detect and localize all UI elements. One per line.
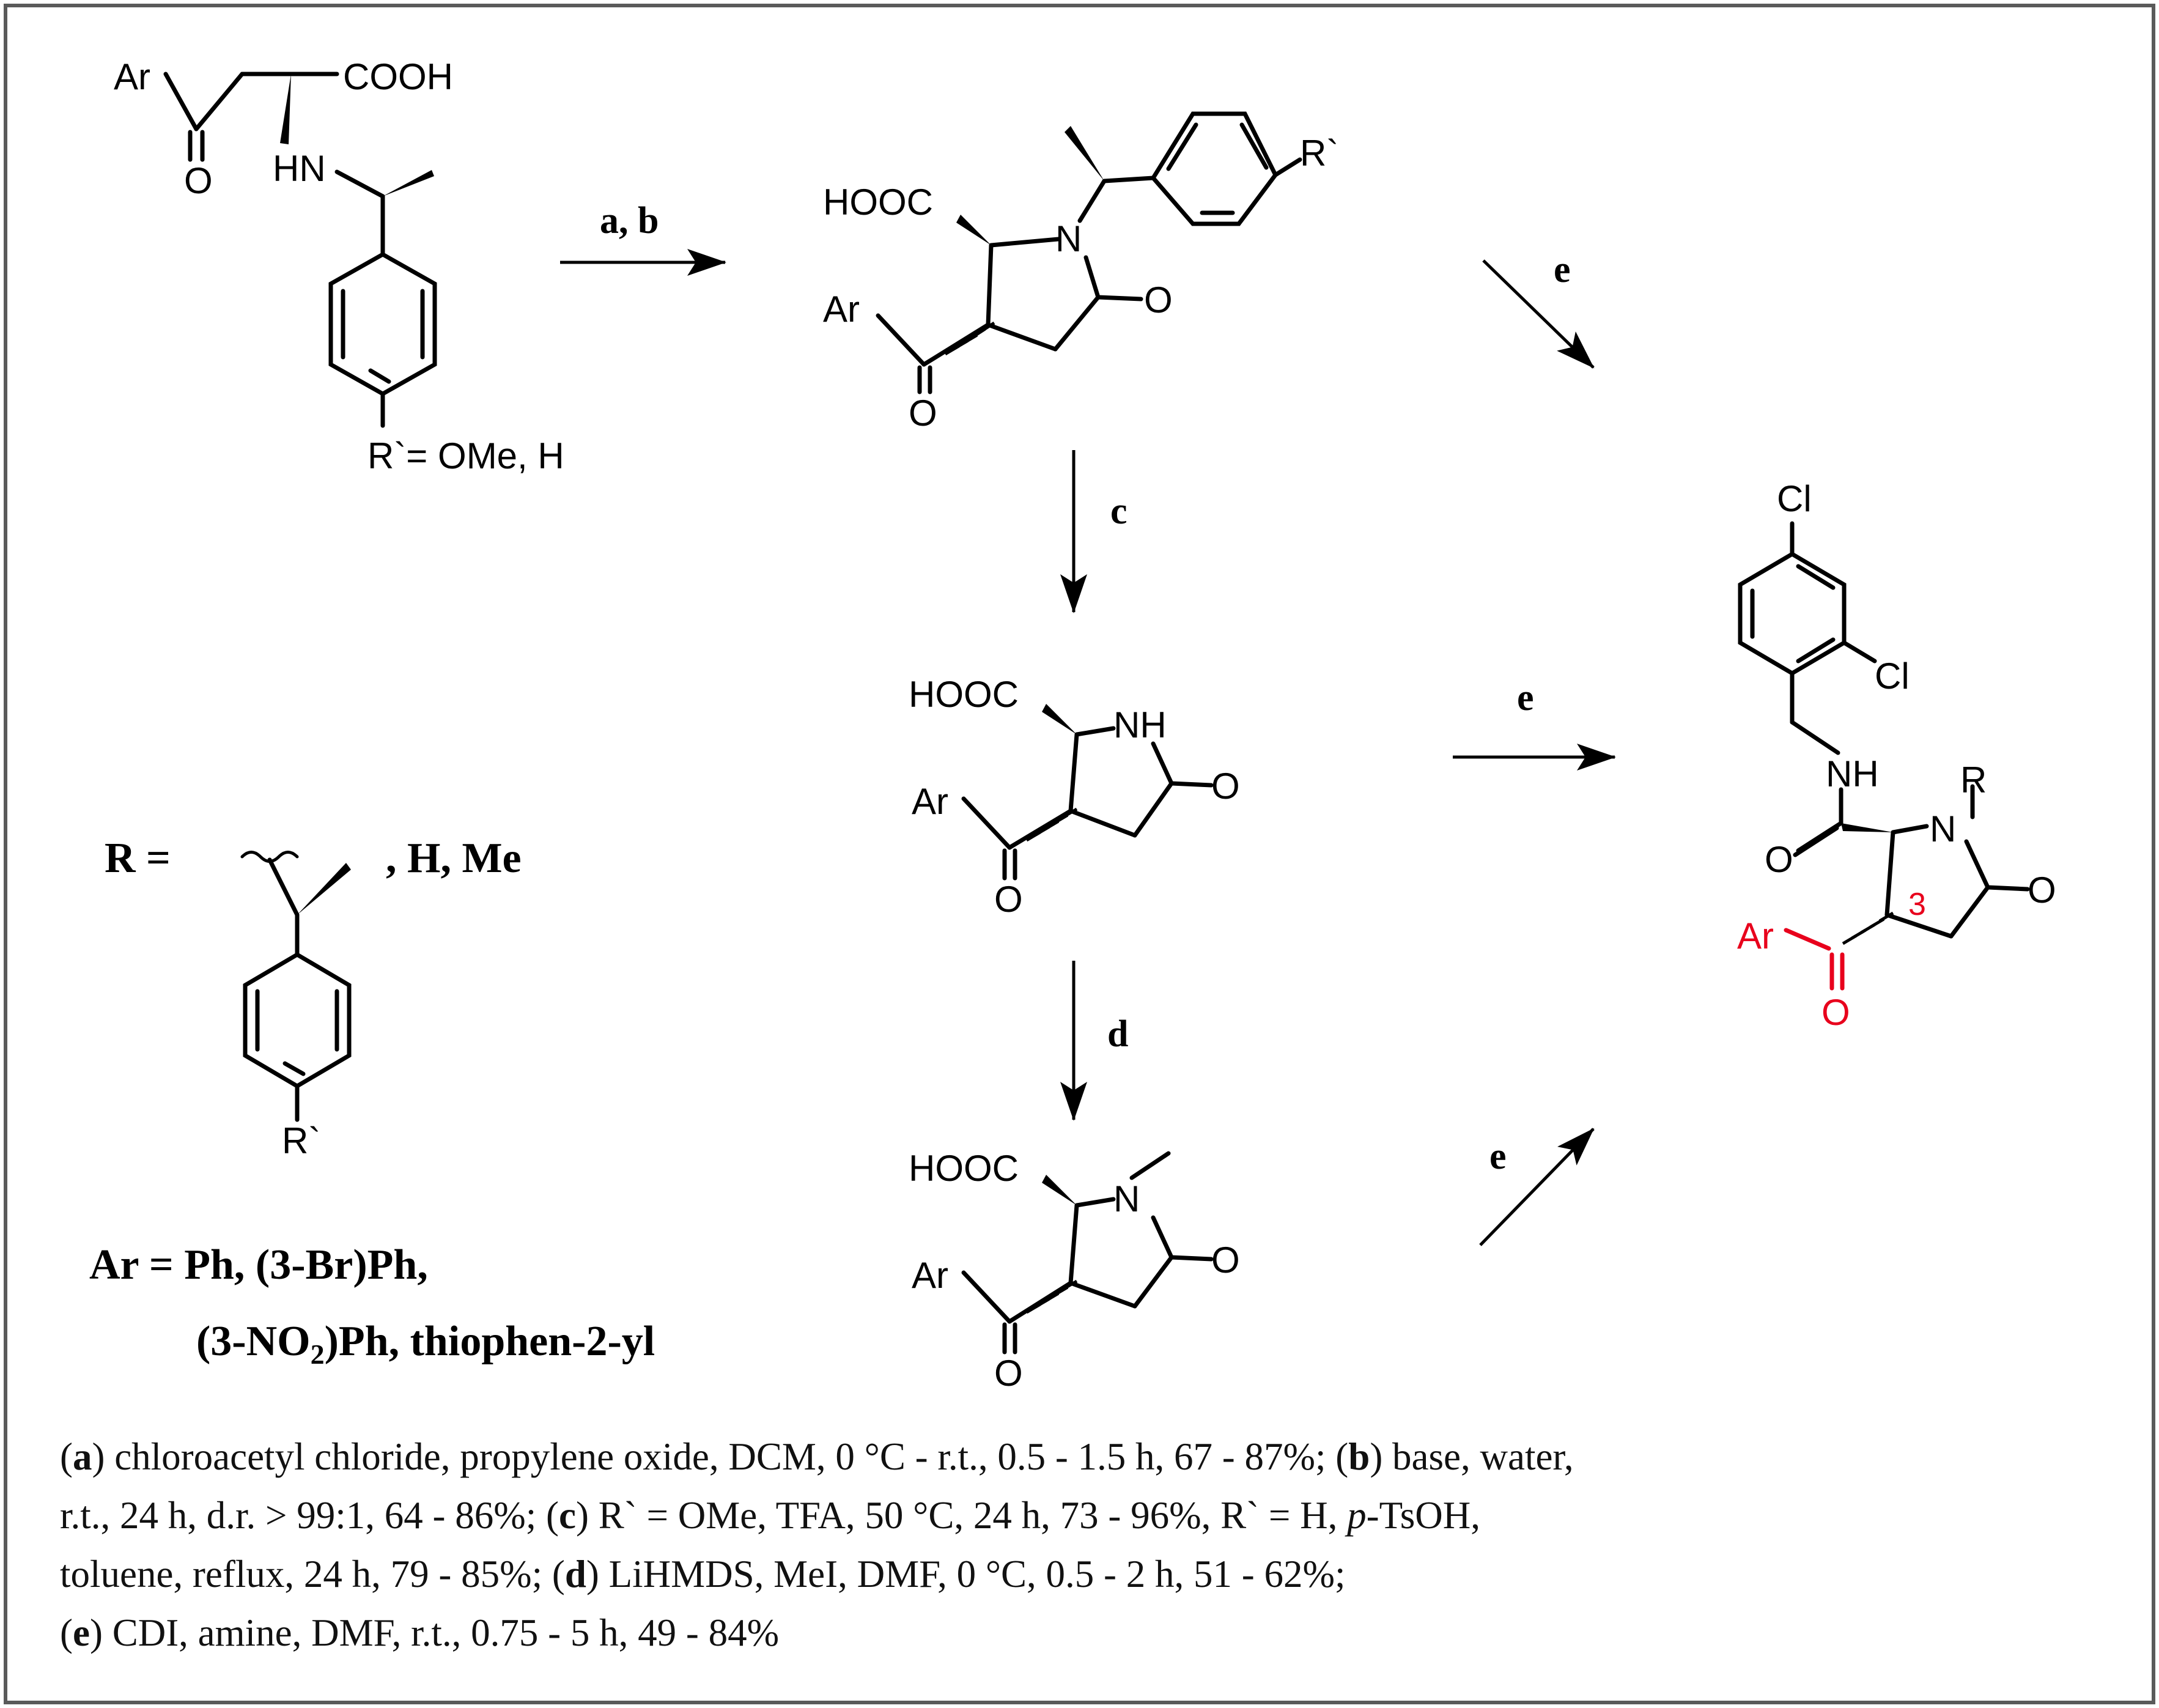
product-cl-side: Cl [1875, 656, 1910, 697]
arrow-e-middle-label: e [1517, 677, 1534, 719]
start-substituent-label: R`= OMe, H [367, 435, 564, 476]
lnme-ketone-o: O [994, 1353, 1023, 1394]
start-ketone-o: O [184, 160, 213, 201]
lp-substituent-label: R` [1300, 133, 1338, 174]
product-ketone-o: O [1821, 992, 1850, 1033]
lnh-lactam-o: O [1211, 766, 1240, 807]
lp-ketone-o: O [909, 393, 937, 434]
lactam-nme-hash-bond [1025, 1279, 1078, 1314]
product-ar-label: Ar [1737, 915, 1774, 956]
product-amide-o: O [1765, 839, 1793, 880]
arrow-e-top [1482, 259, 1595, 369]
scheme-frame: Ar COOH O HN R`= OMe, H a, b [4, 4, 2155, 1704]
lnme-ar-label: Ar [912, 1255, 948, 1296]
compound-lactam-protected [876, 111, 1302, 394]
lnh-ar-label: Ar [912, 781, 948, 822]
lactam-protected-hash-bond [944, 321, 995, 356]
reaction-scheme: Ar COOH O HN R`= OMe, H a, b [4, 4, 2155, 1704]
lnh-ketone-o: O [994, 879, 1023, 920]
product-amide-nh: NH [1826, 753, 1879, 794]
arrow-e-bottom-label: e [1489, 1136, 1507, 1177]
compound-lactam-nh [961, 704, 1214, 881]
conditions-line-3: toluene, reflux, 24 h, 79 - 85%; (d) LiH… [60, 1553, 1346, 1595]
r-def-structure [240, 851, 352, 1122]
product-r-label: R [1960, 760, 1987, 800]
lactam-nh-hash-bond [1025, 807, 1078, 842]
r-def-tail: , H, Me [386, 835, 522, 882]
arrow-ab-label: a, b [600, 200, 659, 242]
arrow-e-bottom [1479, 1128, 1595, 1246]
lp-lactam-o: O [1144, 279, 1173, 320]
start-acid-label: COOH [343, 56, 453, 97]
arrow-e-top-label: e [1554, 249, 1571, 290]
conditions-line-1: (a) chloroacetyl chloride, propylene oxi… [60, 1435, 1574, 1478]
start-amine-label: HN [273, 148, 326, 189]
ar-def-line1: Ar = Ph, (3-Br)Ph, [89, 1241, 428, 1288]
reaction-conditions: (a) chloroacetyl chloride, propylene oxi… [60, 1427, 2114, 1662]
lp-acid-label: HOOC [823, 182, 933, 223]
frame-border [4, 4, 2155, 1704]
r-def-label: R = [105, 835, 171, 882]
product-amide-wedge [1841, 823, 1893, 832]
lp-ar-label: Ar [823, 289, 860, 330]
conditions-line-2: r.t., 24 h, d.r. > 99:1, 64 - 86%; (c) R… [60, 1494, 1480, 1537]
product-hash-bond [1842, 911, 1894, 945]
product-ring-n: N [1930, 808, 1956, 849]
compound-lactam-nme [961, 1151, 1214, 1355]
ar-def-line2: (3-NO2)Ph, thiophen-2-yl [196, 1318, 655, 1370]
product-position-label: 3 [1908, 887, 1926, 922]
compound-product [1738, 521, 2030, 939]
lnh-ring-nh: NH [1113, 704, 1167, 745]
product-lactam-o: O [2028, 870, 2056, 911]
compound-start [163, 72, 437, 428]
product-aroyl-group [1784, 928, 1845, 991]
lnme-ring-n: N [1113, 1178, 1140, 1219]
start-ar-label: Ar [114, 56, 150, 97]
lnme-lactam-o: O [1211, 1240, 1240, 1281]
conditions-line-4: (e) CDI, amine, DMF, r.t., 0.75 - 5 h, 4… [60, 1611, 780, 1654]
arrow-d-label: d [1107, 1013, 1128, 1055]
lnh-acid-label: HOOC [909, 674, 1019, 715]
product-cl-top: Cl [1777, 478, 1812, 519]
lp-ring-n: N [1055, 218, 1082, 259]
arrow-c-label: c [1110, 490, 1127, 532]
lnme-acid-label: HOOC [909, 1148, 1019, 1189]
r-def-substituent: R` [282, 1120, 320, 1161]
